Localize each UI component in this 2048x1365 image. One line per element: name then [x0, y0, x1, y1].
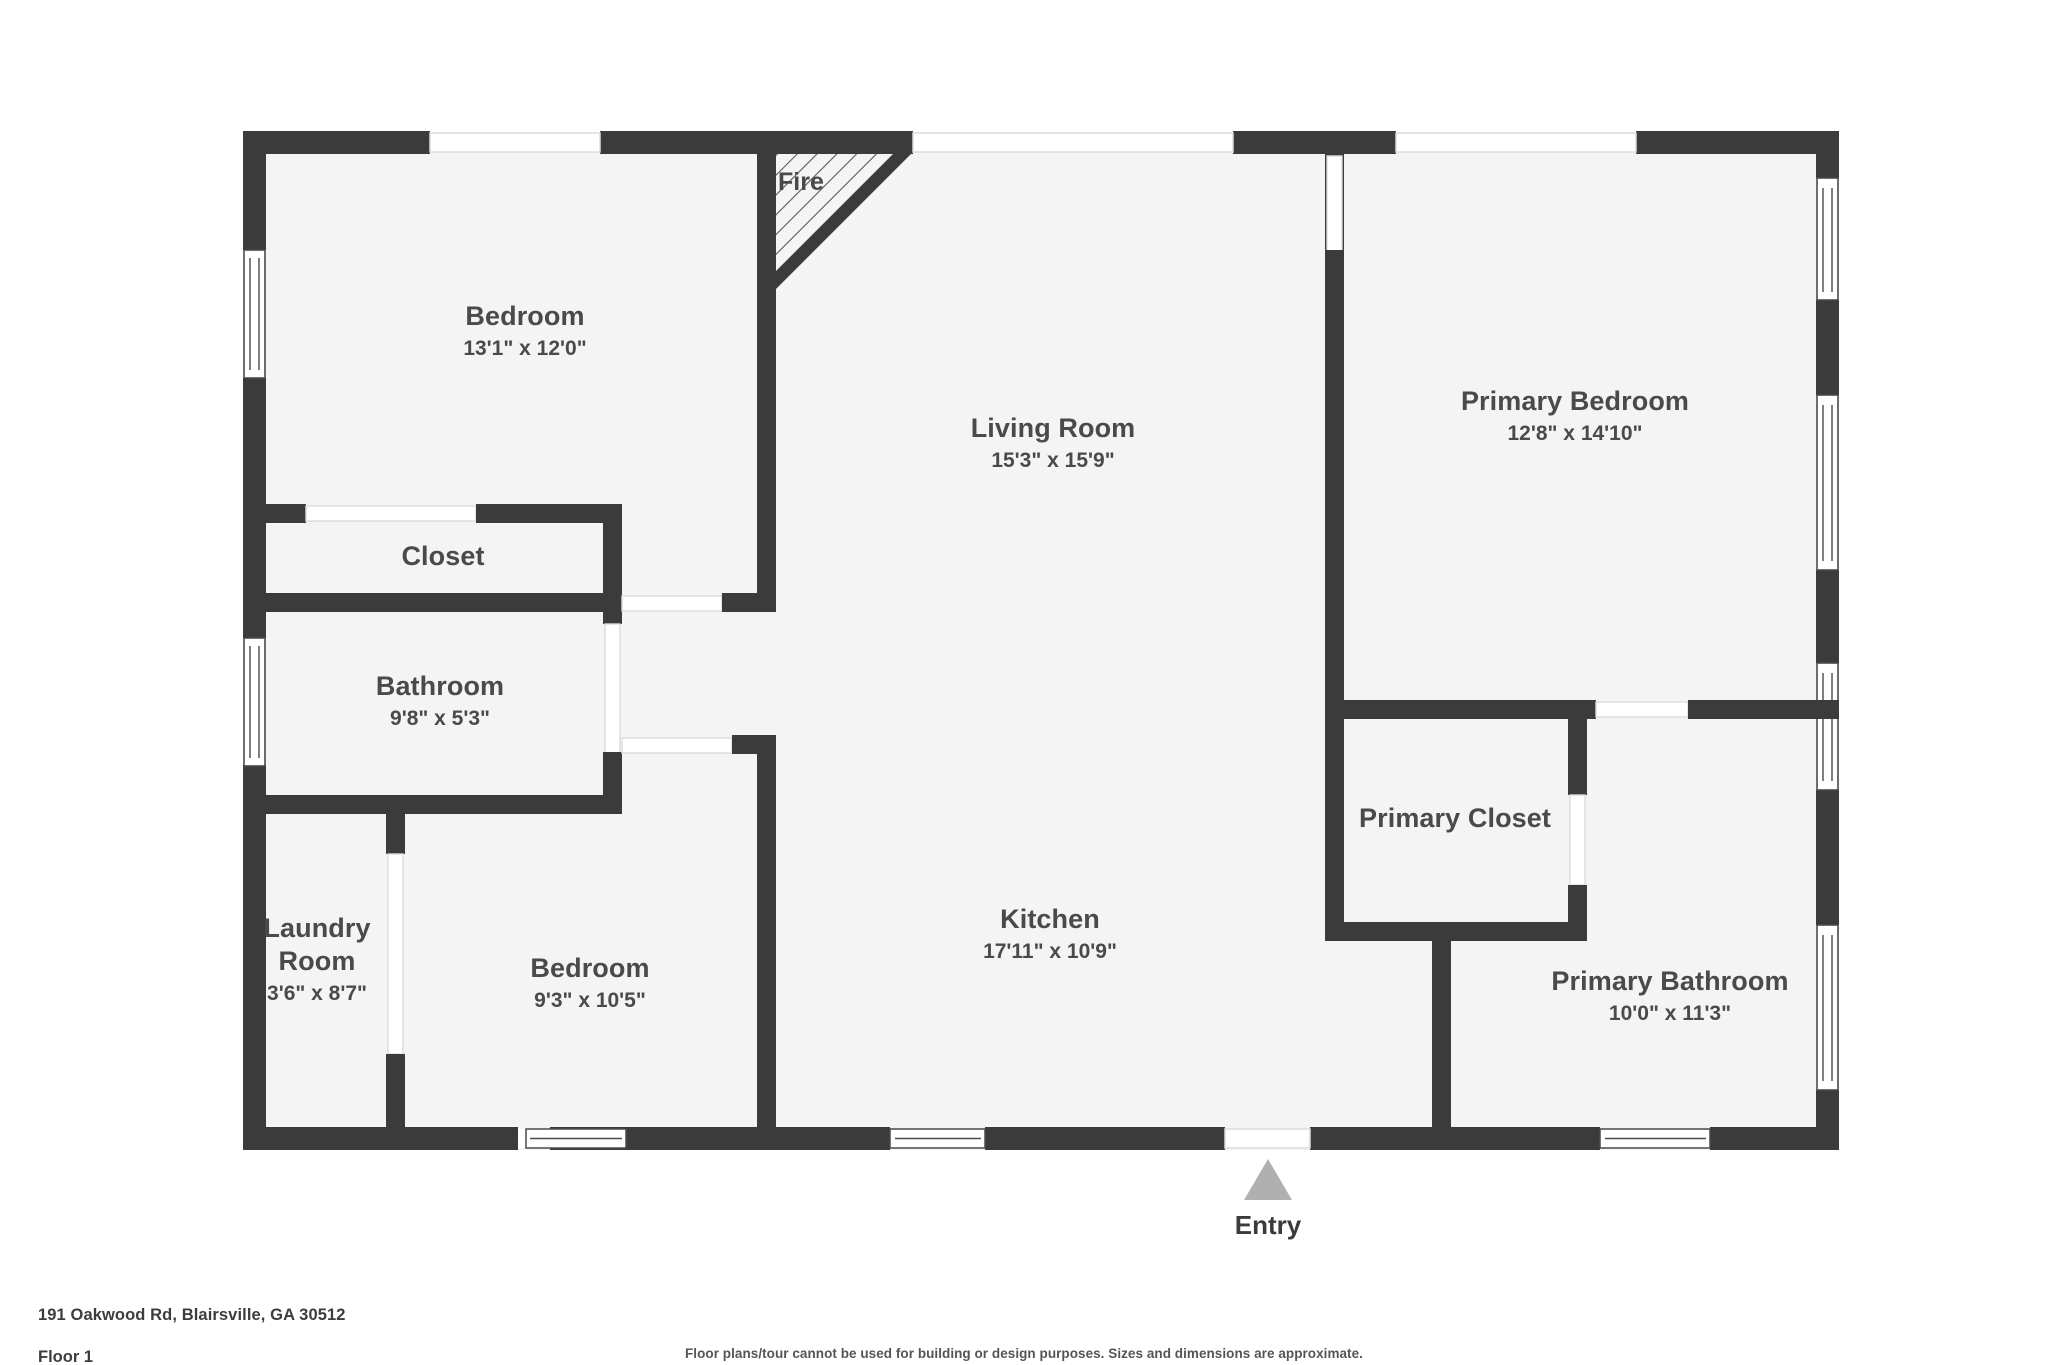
- interior-walls: [243, 154, 1839, 1137]
- wall-top-seg-5: [1636, 131, 1839, 154]
- entry-door-opening[interactable]: [1224, 1128, 1311, 1149]
- triangle-up-marker-icon: [1244, 1159, 1292, 1200]
- wall-primary-closet-right-top: [1568, 700, 1587, 795]
- wall-left-seg-1: [243, 131, 266, 250]
- wall-bottom-seg-6: [1710, 1127, 1839, 1150]
- wall-closet-bottom: [243, 593, 622, 612]
- laundry-door-opening[interactable]: [387, 853, 404, 1055]
- wall-bathroom-bottom: [243, 795, 622, 814]
- building-floor-fill: [245, 140, 1839, 1150]
- closet-hall-opening[interactable]: [621, 595, 723, 612]
- bottom-windows: [518, 1128, 1711, 1149]
- primary-bedroom-door-opening[interactable]: [1326, 155, 1343, 255]
- window-right-4: [1816, 924, 1839, 1091]
- wall-hall-upper-right: [722, 593, 776, 612]
- window-left-1: [243, 249, 266, 379]
- wall-living-primary: [1325, 250, 1344, 700]
- footer-disclaimer: Floor plans/tour cannot be used for buil…: [685, 1346, 1363, 1361]
- wall-bottom-seg-1: [243, 1127, 518, 1150]
- right-windows: [1816, 177, 1839, 1091]
- wall-primary-closet-bottom: [1325, 922, 1587, 941]
- top-windows: [429, 132, 1637, 153]
- wall-right-seg-2: [1816, 300, 1839, 395]
- wall-closet-right: [603, 504, 622, 604]
- exterior-walls: [243, 131, 1839, 1150]
- room-fills: [245, 140, 1839, 1150]
- window-top-1: [429, 132, 601, 153]
- wall-kitchen-primary-bath: [1432, 932, 1451, 1137]
- footer-address: 191 Oakwood Rd, Blairsville, GA 30512: [38, 1306, 346, 1324]
- wall-primary-bed-bottom-a: [1325, 700, 1596, 719]
- wall-right-seg-4: [1816, 790, 1839, 925]
- wall-top-seg-2: [600, 131, 760, 154]
- wall-hall-vert-top: [603, 604, 622, 624]
- wall-primary-closet-left: [1325, 700, 1344, 941]
- wall-left-seg-2: [243, 378, 266, 638]
- bathroom-door-opening[interactable]: [604, 623, 621, 755]
- entry-label: Entry: [1234, 1210, 1302, 1240]
- wall-bottom-seg-4: [985, 1127, 1225, 1150]
- wall-right-seg-1: [1816, 131, 1839, 178]
- wall-right-seg-3: [1816, 570, 1839, 663]
- wall-laundry-bedroom2-bottom: [386, 1054, 405, 1135]
- fireplace: [757, 154, 911, 308]
- wall-bottom-seg-5: [1310, 1127, 1600, 1150]
- window-right-3: [1816, 662, 1839, 791]
- primary-closet-door-opening[interactable]: [1569, 794, 1586, 886]
- closet-door-opening[interactable]: [305, 505, 477, 522]
- wall-bedroom2-kitchen: [757, 735, 776, 1135]
- wall-laundry-bedroom2-top: [386, 814, 405, 854]
- window-top-3: [1395, 132, 1637, 153]
- window-top-2: [912, 132, 1234, 153]
- entry-marker: [1244, 1159, 1292, 1200]
- window-right-2: [1816, 394, 1839, 571]
- wall-top-seg-4: [1233, 131, 1396, 154]
- footer-floor-label: Floor 1: [38, 1348, 94, 1365]
- window-right-1: [1816, 177, 1839, 301]
- left-windows: [243, 249, 266, 767]
- hall-kitchen-opening[interactable]: [621, 737, 733, 754]
- wall-top-seg-3: [760, 131, 913, 154]
- wall-closet-top-b: [476, 504, 622, 523]
- wall-left-seg-3: [243, 765, 266, 1150]
- primary-bathroom-door-opening[interactable]: [1595, 701, 1689, 718]
- wall-bedroom1-living: [757, 154, 776, 610]
- wall-closet-top-a: [266, 504, 306, 523]
- fireplace-diagonal-wall: [757, 154, 911, 308]
- wall-top-seg-1: [245, 131, 430, 154]
- wall-primary-bed-bottom-b: [1688, 700, 1839, 719]
- wall-hall-vert-bottom: [603, 752, 622, 802]
- fireplace-label: Fire: [778, 168, 824, 196]
- window-left-2: [243, 637, 266, 767]
- wall-bottom-seg-3: [625, 1127, 890, 1150]
